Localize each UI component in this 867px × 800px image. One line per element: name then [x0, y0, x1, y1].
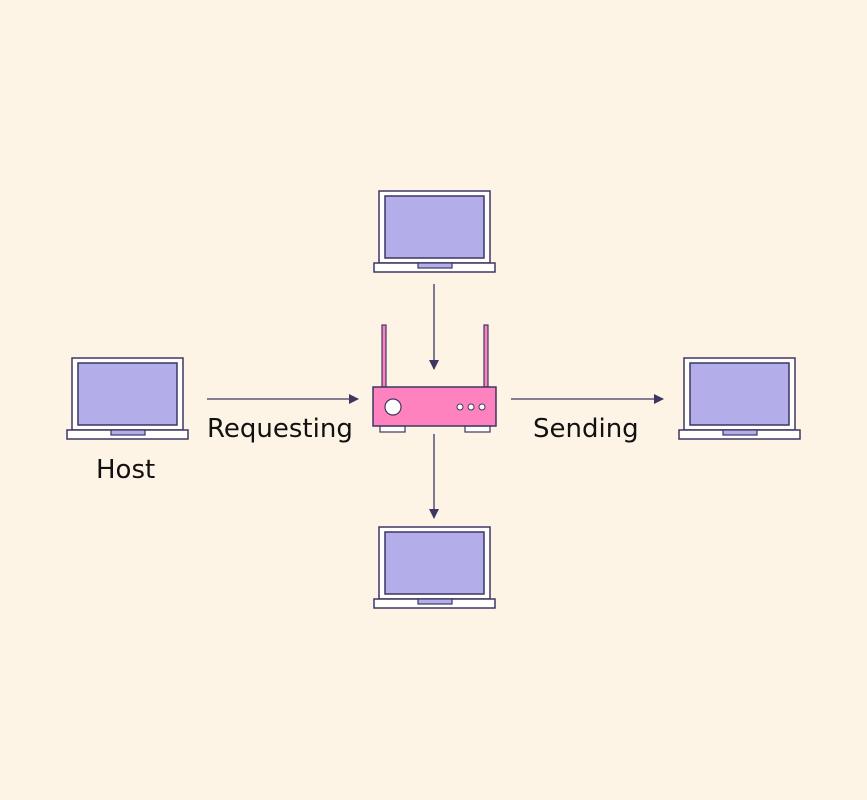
laptop-bottom-icon — [373, 526, 496, 609]
laptop-host-icon — [66, 357, 189, 440]
laptop-top-icon — [373, 190, 496, 273]
requesting-label: Requesting — [207, 414, 353, 444]
router-icon — [372, 324, 497, 433]
laptop-right-icon — [678, 357, 801, 440]
host-label: Host — [96, 455, 156, 485]
sending-label: Sending — [533, 414, 639, 444]
